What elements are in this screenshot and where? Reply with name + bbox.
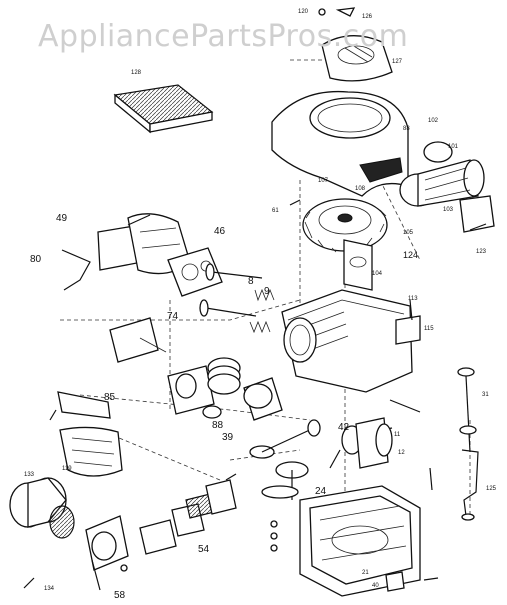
callout-58: 58 — [114, 590, 126, 600]
oil-sump-part — [299, 485, 421, 597]
callout-107: 107 — [318, 178, 329, 184]
callout-61: 61 — [272, 208, 279, 214]
foam-filter-part — [9, 477, 129, 571]
cylinder-head-gasket-part — [167, 247, 223, 297]
dipstick-part — [457, 367, 479, 521]
callout-11: 11 — [394, 432, 401, 438]
callout-88: 88 — [403, 126, 410, 132]
callout-103: 103 — [443, 207, 454, 213]
callout-120: 120 — [298, 9, 309, 15]
callout-54: 54 — [198, 544, 210, 555]
fasteners — [23, 7, 487, 589]
governor-plates-part — [91, 479, 237, 591]
connecting-rod-part — [249, 419, 321, 500]
blower-housing-part — [271, 90, 409, 197]
callout-133: 133 — [24, 472, 35, 478]
callout-21: 21 — [362, 570, 369, 576]
air-cleaner-canister-part — [399, 141, 495, 233]
callout-108: 108 — [355, 186, 366, 192]
callout-74: 74 — [167, 311, 179, 322]
callout-88b: 88 — [212, 420, 224, 431]
intake-tube-part — [57, 391, 123, 477]
callout-105: 105 — [403, 230, 414, 236]
callout-85: 85 — [104, 392, 116, 403]
crankshaft-part — [329, 417, 393, 469]
assembly-guide-lines — [60, 59, 471, 520]
blower-cover-part — [321, 35, 393, 82]
callout-102: 102 — [428, 118, 439, 124]
valve-assembly-part — [199, 263, 275, 334]
callout-127: 127 — [392, 59, 403, 65]
callout-39: 39 — [222, 432, 234, 443]
callout-8: 8 — [248, 276, 254, 287]
callout-49: 49 — [56, 213, 68, 224]
callout-113: 113 — [408, 296, 418, 302]
callout-9: 9 — [264, 286, 270, 297]
callout-40: 40 — [372, 583, 379, 589]
flywheel-part — [302, 198, 388, 253]
control-bracket-part — [61, 213, 191, 291]
carburetor-part — [109, 317, 215, 415]
callout-119: 119 — [62, 466, 72, 472]
callout-115: 115 — [424, 326, 434, 332]
callout-80: 80 — [30, 254, 42, 265]
callout-46: 46 — [214, 226, 226, 237]
piston-part — [202, 357, 283, 421]
callout-labels: 120 126 127 128 88 102 101 107 108 61 10… — [24, 9, 497, 601]
callout-101: 101 — [448, 144, 459, 150]
callout-24: 24 — [315, 486, 327, 497]
callout-42: 42 — [338, 422, 350, 433]
callout-125: 125 — [486, 486, 497, 492]
callout-128: 128 — [131, 70, 142, 76]
air-filter-part — [113, 84, 214, 134]
callout-123: 123 — [476, 249, 487, 255]
callout-134: 134 — [44, 586, 55, 592]
cylinder-block-part — [281, 239, 421, 393]
callout-31: 31 — [482, 392, 489, 398]
callout-12: 12 — [398, 450, 405, 456]
callout-124: 124 — [403, 250, 418, 260]
watermark: AppliancePartsPros.com — [38, 19, 409, 54]
callout-104: 104 — [372, 271, 383, 277]
callout-126: 126 — [362, 14, 373, 20]
